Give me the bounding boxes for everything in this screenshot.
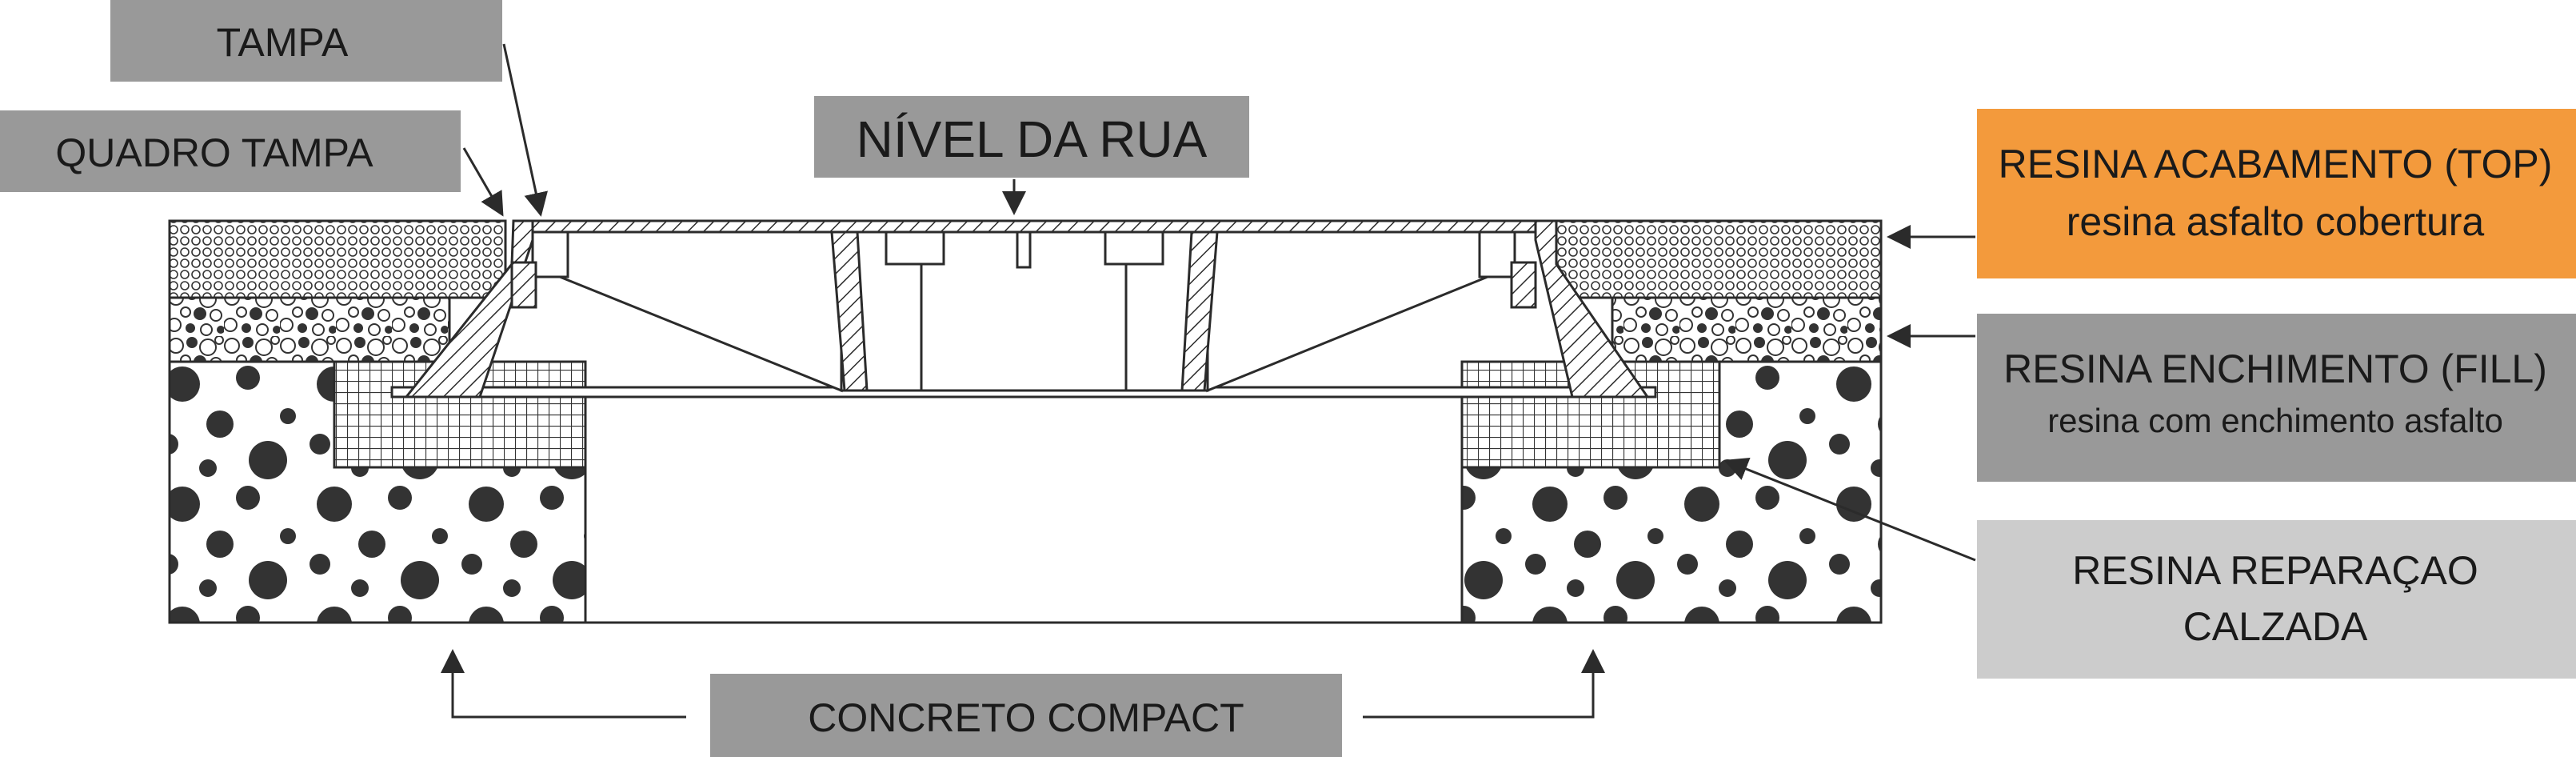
label-concreto-compact: CONCRETO COMPACT <box>710 674 1342 757</box>
manhole-cover <box>510 219 1537 393</box>
cover-left-lip <box>531 230 569 278</box>
frame-right-wall <box>1534 219 1650 399</box>
label-quadro-tampa: QUADRO TAMPA <box>0 110 461 192</box>
frame-left-latch <box>510 261 537 309</box>
label-quadro-tampa-text: QUADRO TAMPA <box>55 130 373 175</box>
label-tampa-text: TAMPA <box>217 20 349 65</box>
cover-top-plate <box>531 219 1537 234</box>
label-resina-top-title: RESINA ACABAMENTO (TOP) <box>1999 142 2553 186</box>
right-top-resin-layer <box>1555 219 1883 299</box>
hub-center-pin <box>1016 230 1032 269</box>
cover-left-cone <box>558 230 843 393</box>
label-concreto-compact-text: CONCRETO COMPACT <box>808 695 1244 740</box>
hub-right-lug <box>1104 230 1164 266</box>
label-resina-fill-title: RESINA ENCHIMENTO (FILL) <box>2003 346 2547 391</box>
concreto-left-leader <box>441 649 686 719</box>
label-resina-top-sub: resina asfalto cobertura <box>2067 199 2485 244</box>
quadro-tampa-leader <box>462 147 504 217</box>
label-resina-fill-box <box>1977 314 2576 482</box>
tampa-leader <box>502 43 548 217</box>
leader-lines <box>441 43 1976 719</box>
hub-left-wall <box>830 230 869 392</box>
manhole-shaft-opening <box>584 395 1464 624</box>
label-quadro-tampa-box <box>0 110 461 192</box>
label-resina-fill-sub: resina com enchimento asfalto <box>2047 402 2503 439</box>
label-nivel-da-rua-box <box>814 96 1249 178</box>
frame-right-latch <box>1510 261 1537 309</box>
left-fill-resin-layer <box>168 296 451 363</box>
cover-right-lip <box>1478 230 1516 278</box>
label-resina-fill: RESINA ENCHIMENTO (FILL) resina com ench… <box>1977 314 2576 482</box>
label-tampa: TAMPA <box>110 0 502 82</box>
label-resina-reparacao-line1: RESINA REPARAÇAO <box>2072 548 2478 593</box>
label-resina-reparacao-box <box>1977 520 2576 679</box>
label-nivel-da-rua-text: NÍVEL DA RUA <box>857 110 1208 168</box>
left-top-resin-layer <box>168 219 507 299</box>
label-resina-reparacao: RESINA REPARAÇAO CALZADA <box>1977 520 2576 679</box>
label-resina-top-box <box>1977 109 2576 278</box>
left-pavement <box>168 219 587 624</box>
label-resina-reparacao-line2: CALZADA <box>2183 604 2368 649</box>
hub-right-wall <box>1180 230 1219 392</box>
cover-right-cone <box>1206 230 1489 393</box>
concreto-right-leader <box>1363 649 1605 719</box>
hub-left-lug <box>885 230 945 266</box>
label-tampa-box <box>110 0 502 82</box>
resina-reparacao-leader <box>1723 458 1976 562</box>
right-fill-resin-layer <box>1611 296 1883 363</box>
right-pavement <box>1460 219 1883 624</box>
label-resina-top: RESINA ACABAMENTO (TOP) resina asfalto c… <box>1977 109 2576 278</box>
label-concreto-compact-box <box>710 674 1342 757</box>
label-nivel-da-rua: NÍVEL DA RUA <box>814 96 1249 178</box>
